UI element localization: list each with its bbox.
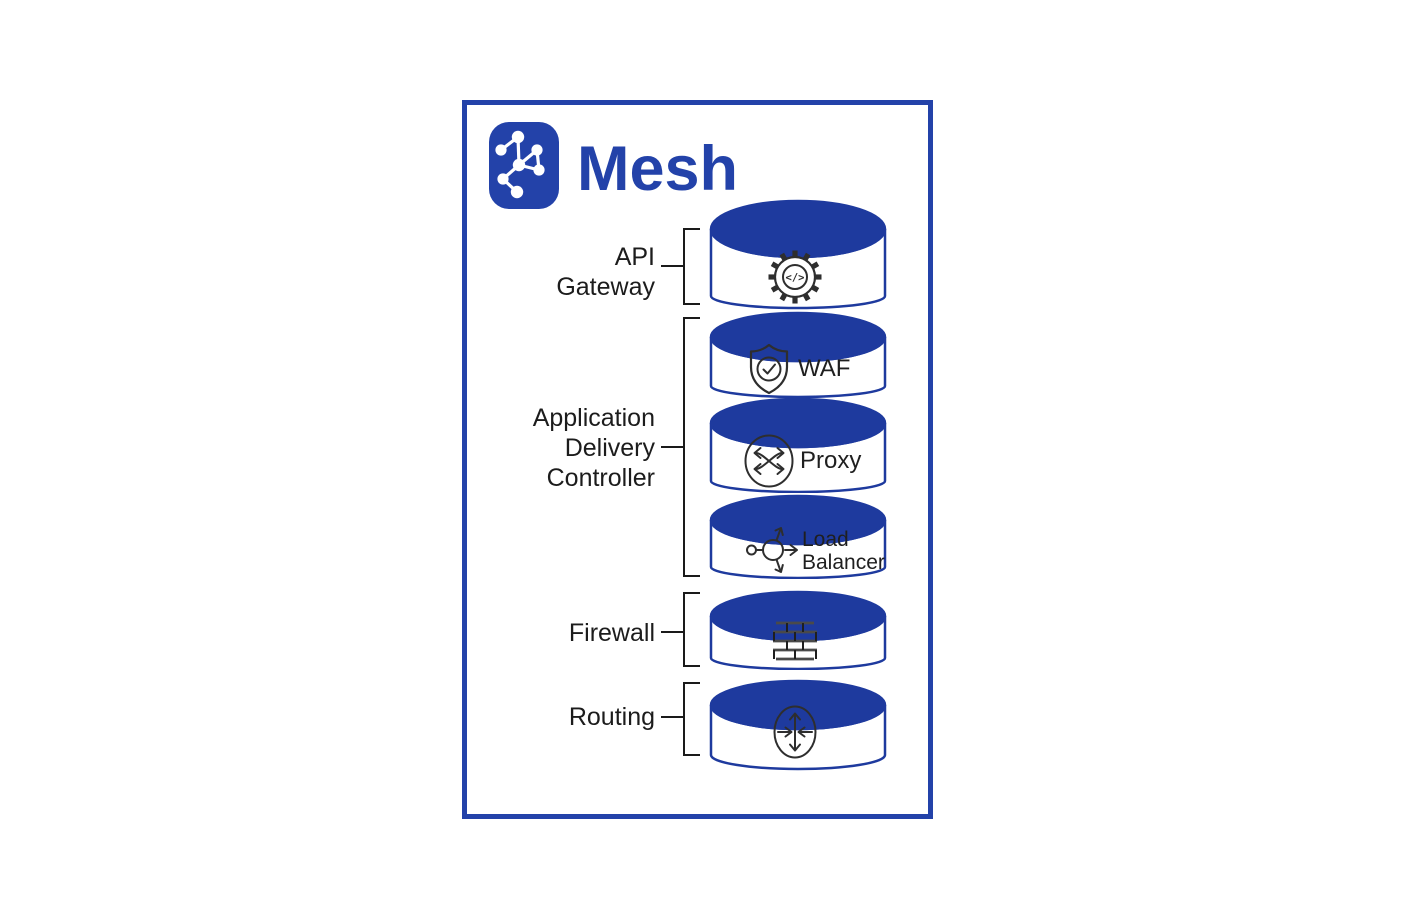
router-icon bbox=[771, 703, 819, 766]
brick-wall-icon bbox=[769, 619, 821, 668]
adc-label: Application Delivery Controller bbox=[532, 404, 655, 492]
mesh-logo bbox=[489, 122, 559, 209]
swap-arrows-icon bbox=[743, 434, 795, 493]
api-gateway-bracket bbox=[683, 228, 700, 305]
routing-connector bbox=[661, 716, 683, 718]
firewall-bracket bbox=[683, 592, 700, 667]
api-gateway-label: API Gateway bbox=[556, 243, 655, 301]
load-balancer-icon bbox=[744, 521, 800, 584]
routing-bracket bbox=[683, 682, 700, 756]
cylinder-routing bbox=[708, 679, 888, 771]
cylinder-load-balancer bbox=[708, 494, 888, 579]
proxy-text: Proxy bbox=[800, 447, 862, 474]
load-balancer-text: Load Balancer bbox=[802, 528, 885, 574]
code-brackets-glyph: </> bbox=[786, 272, 805, 284]
cylinder-firewall bbox=[708, 590, 888, 670]
gear-code-icon: </> bbox=[764, 246, 826, 313]
mesh-network-icon bbox=[489, 130, 559, 213]
adc-bracket bbox=[683, 317, 700, 577]
adc-connector bbox=[661, 446, 683, 448]
brand-title: Mesh bbox=[577, 134, 739, 204]
shield-check-icon bbox=[742, 340, 796, 403]
cylinder-proxy bbox=[708, 397, 888, 493]
api-gateway-connector bbox=[661, 265, 683, 267]
routing-label: Routing bbox=[568, 703, 655, 731]
firewall-label: Firewall bbox=[568, 619, 655, 647]
waf-text: WAF bbox=[798, 355, 851, 382]
firewall-connector bbox=[661, 631, 683, 633]
